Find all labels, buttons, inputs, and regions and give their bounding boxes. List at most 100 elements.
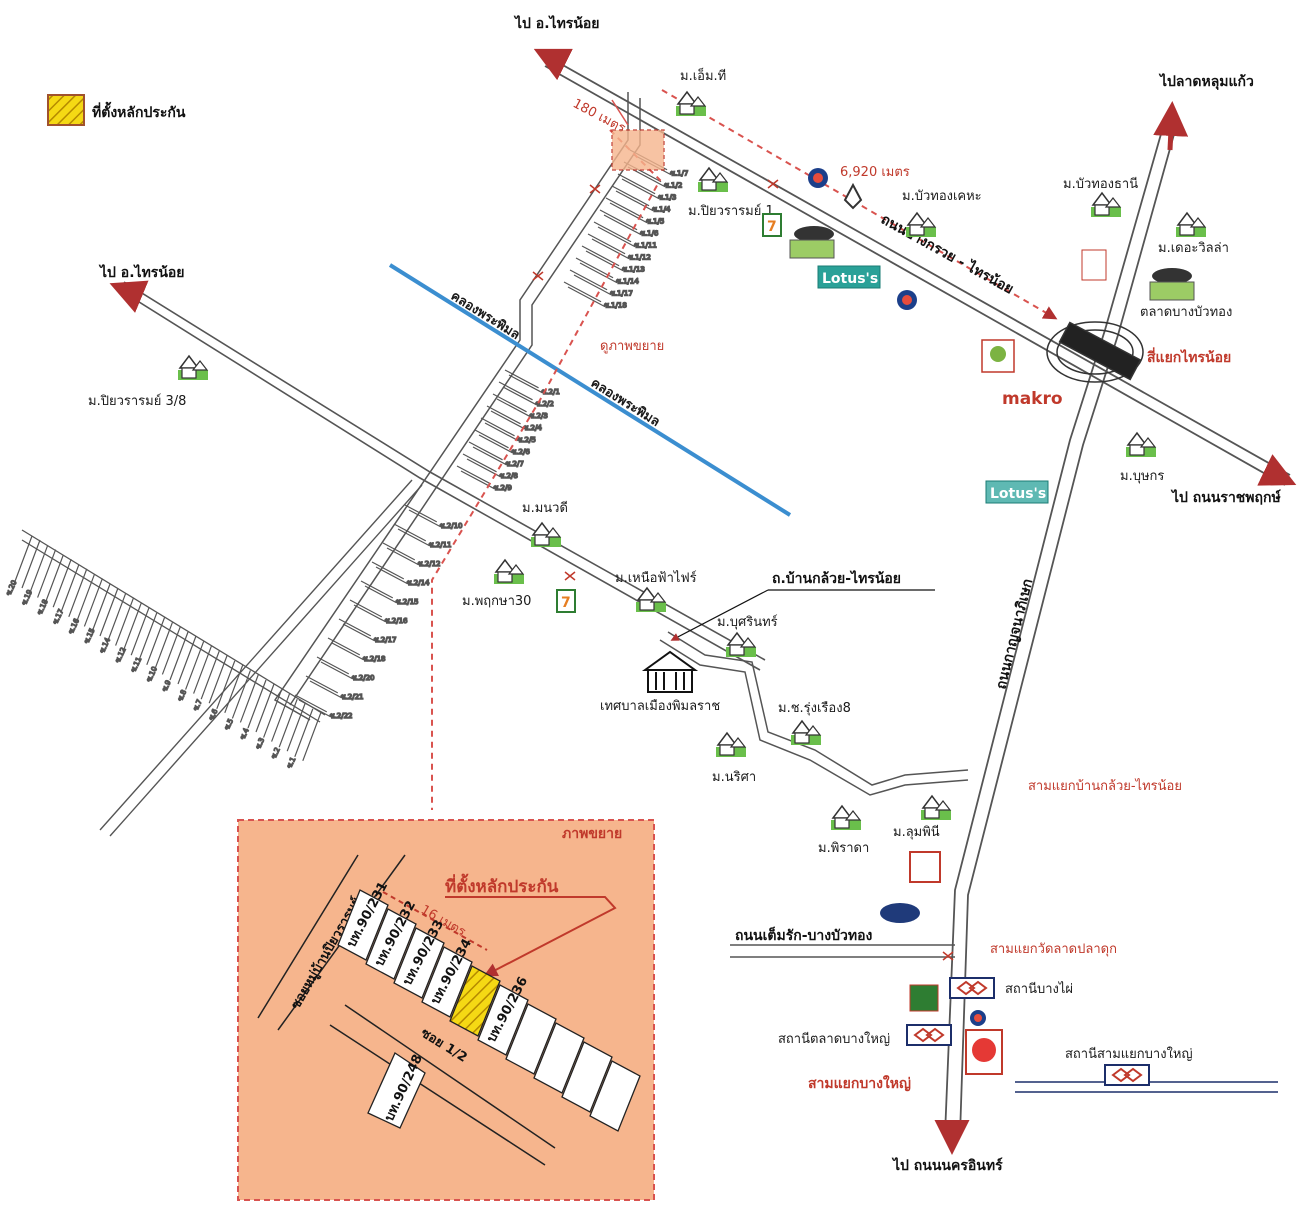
house-icon — [676, 90, 707, 116]
seven-eleven-icon: 7 — [762, 213, 782, 237]
house-icon — [921, 794, 952, 820]
lane-ซ.2/5: ซ.2/5 — [480, 417, 537, 445]
house-icon — [716, 731, 747, 757]
station-icon — [1104, 1064, 1150, 1086]
lane-label: ซ.2/16 — [385, 617, 408, 625]
village-label: ม.พฤกษา30 — [462, 594, 531, 609]
station-icon — [906, 1024, 952, 1046]
lane-label: ซ.10 — [145, 665, 159, 683]
inset-pointer-label: ที่ตั้งหลักประกัน — [445, 873, 559, 897]
inset-plot — [505, 1003, 557, 1075]
tower-icon — [909, 851, 941, 883]
house-icon — [698, 166, 729, 192]
house-icon — [636, 586, 667, 612]
village-piyarom1: ม.ปิยวรารมย์ 1 — [688, 166, 774, 219]
municipality-icon — [641, 650, 699, 693]
kanchanaphisek-road — [934, 101, 1189, 1155]
interchange — [1046, 321, 1144, 383]
lane-label: ซ.2/11 — [429, 541, 452, 549]
lane-label: ซ.2/3 — [530, 412, 548, 420]
house-icon — [831, 804, 862, 830]
village-nuafah: ม.เหนือฟ้าไฟร์ — [615, 570, 697, 612]
village-butsakorn: ม.บุษกร — [1120, 431, 1164, 484]
gas-station-icon — [808, 168, 986, 1026]
road-ban-kluai: ถ.บ้านกล้วย-ไทรน้อย — [772, 569, 901, 587]
lane-ซ.2/2: ซ.2/2 — [498, 381, 555, 409]
lane-ซ.2/15: ซ.2/15 — [360, 580, 419, 607]
lane-label: ซ.1/3 — [658, 194, 676, 202]
store-icon — [909, 984, 939, 1012]
lane-label: ซ.2/7 — [506, 460, 524, 468]
inset-plot — [533, 1022, 585, 1094]
inset-plot — [561, 1041, 613, 1113]
inset-plot-collateral — [449, 965, 501, 1037]
villages: ม.เอ็ม.ทีม.ปิยวรารมย์ 1ม.บัวทองเคหะม.บัว… — [88, 66, 1229, 856]
place-junction-bangyai: สามแยกบางใหญ่ — [808, 1074, 911, 1092]
lane-label: ซ.2/10 — [440, 522, 463, 530]
lane-ซ.2/3: ซ.2/3 — [492, 393, 549, 421]
crossing-marks — [532, 179, 954, 961]
canal — [388, 263, 792, 517]
dir-right: ไป ถนนราชพฤกษ์ — [1170, 488, 1281, 506]
lane-label: ซ.15 — [83, 627, 97, 645]
road-tem-rak: ถนนเต็มรัก-บางบัวทอง — [735, 926, 872, 944]
lane-label: ซ.2/15 — [396, 598, 419, 606]
lane-label: ซ.2/8 — [500, 472, 518, 480]
place-stn-bangphai: สถานีบางไผ่ — [1005, 981, 1073, 997]
lane-label: ซ.2/20 — [352, 674, 375, 682]
d180-tick — [611, 99, 629, 126]
village-label: ม.บุษกร — [1120, 469, 1164, 484]
lane-ซ.2/1: ซ.2/1 — [504, 369, 561, 397]
far-lane-ซ.20: ซ.20 — [4, 535, 41, 597]
lane-label: ซ.1/13 — [622, 266, 645, 274]
makro-logo: makro — [1002, 389, 1063, 409]
dir-top: ไป อ.ไทรน้อย — [513, 14, 600, 32]
lotus-logo-1: Lotus's — [817, 265, 881, 289]
lane-label: ซ.2/18 — [363, 655, 386, 663]
lane-label: ซ.2/14 — [407, 579, 430, 587]
lane-ซ.2/18: ซ.2/18 — [327, 637, 386, 664]
station-icon — [949, 977, 995, 999]
village-the_villa: ม.เดอะวิลล่า — [1158, 211, 1229, 256]
lane-ซ.2/16: ซ.2/16 — [349, 599, 409, 626]
village-burin: ม.บุศรินทร์ — [717, 614, 778, 657]
lane-label: ซ.19 — [20, 589, 34, 607]
stations — [906, 977, 1150, 1086]
village-label: ม.ช.รุ่งเรือง8 — [778, 700, 851, 716]
lane-label: ซ.5 — [223, 717, 235, 731]
lane-ซ.2/11: ซ.2/11 — [393, 523, 452, 550]
lane-label: ซ.2/17 — [374, 636, 397, 644]
far-lane-ซ.9: ซ.9 — [160, 631, 197, 693]
arrow-up-right-icon — [1153, 101, 1189, 151]
village-nawadee: ม.มนวดี — [522, 500, 568, 547]
lane-label: ซ.4 — [239, 727, 251, 741]
village-phrueksa30: ม.พฤกษา30 — [462, 558, 531, 609]
pointer-ban-kluai-icon — [670, 589, 769, 641]
legend-swatch-icon — [47, 94, 85, 126]
dir-bottom: ไป ถนนนครอินทร์ — [891, 1156, 1003, 1174]
lane-ซ.1/5: ซ.1/5 — [605, 197, 665, 226]
lane-label: ซ.2/4 — [524, 424, 543, 432]
village-label: ม.ปิยวรารมย์ 3/8 — [88, 393, 186, 409]
lane-label: ซ.11 — [129, 656, 143, 674]
lane-ซ.1/3: ซ.1/3 — [617, 173, 677, 202]
village-lumphini: ม.ลุมพินี — [893, 794, 952, 840]
house-icon — [178, 354, 209, 380]
village-rungruang: ม.ช.รุ่งเรือง8 — [778, 700, 851, 745]
canal-label-lower: คลองพระพิมล — [588, 376, 663, 430]
village-label: ม.เดอะวิลล่า — [1158, 241, 1229, 256]
village-label: ม.เอ็ม.ที — [680, 66, 726, 84]
village-label: ม.บุศรินทร์ — [717, 614, 778, 630]
lane-label: ซ.2/22 — [330, 712, 353, 720]
place-stn-latbangyai: สถานีตลาดบางใหญ่ — [778, 1031, 890, 1047]
svg-text:7: 7 — [561, 595, 571, 611]
central-logo-icon — [965, 1029, 1003, 1075]
lane-label: ซ.2/6 — [512, 448, 531, 456]
svg-text:Lotus's: Lotus's — [990, 486, 1046, 502]
village-main-soi: ซ.1/7ซ.1/2ซ.1/3ซ.1/4ซ.1/5ซ.1/6ซ.1/11ซ.1/… — [273, 92, 689, 721]
lane-label: ซ.9 — [161, 679, 173, 693]
place-junction-pladuk: สามแยกวัดลาดปลาดุก — [990, 942, 1117, 957]
lane-label: ซ.2/2 — [536, 400, 554, 408]
place-junction-bk: สามแยกบ้านกล้วย-ไทรน้อย — [1028, 778, 1182, 794]
collateral-zone — [611, 129, 665, 171]
